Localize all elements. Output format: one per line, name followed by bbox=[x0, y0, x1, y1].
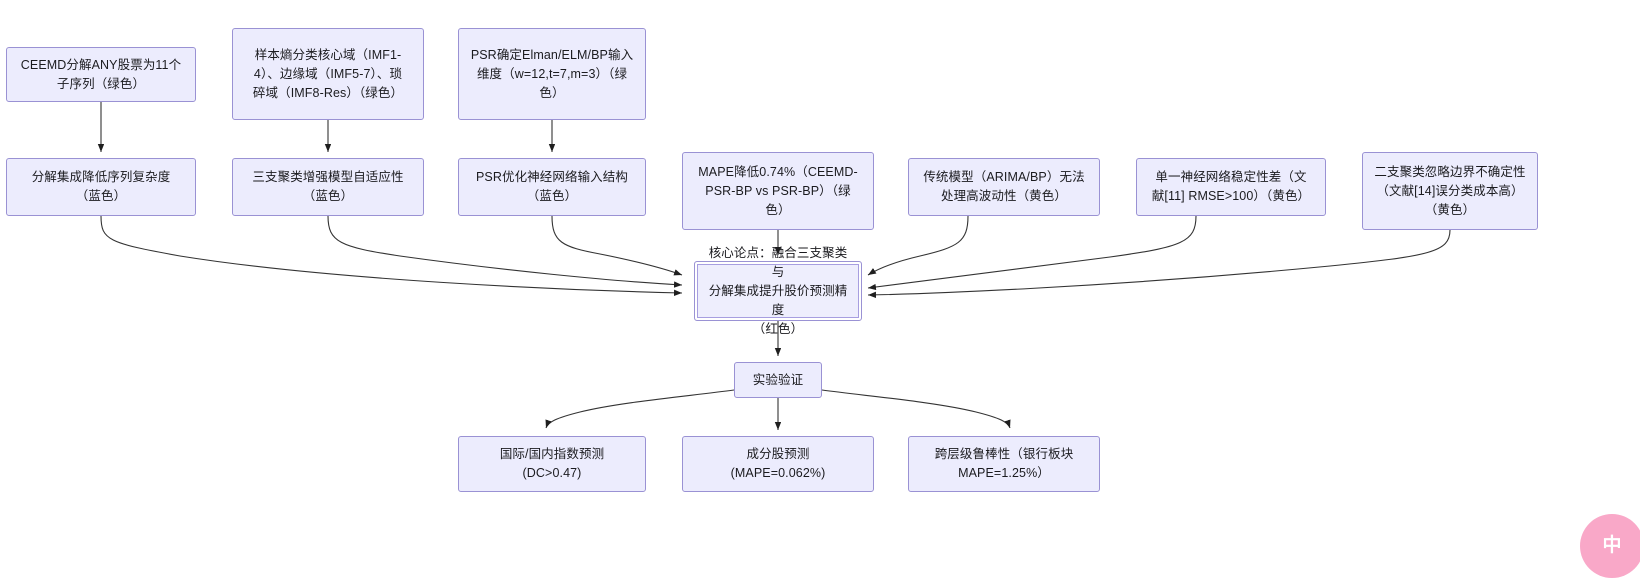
node-core-thesis[interactable]: 核心论点：融合三支聚类与 分解集成提升股价预测精度 （红色） bbox=[694, 246, 862, 336]
node-mape-improvement[interactable]: MAPE降低0.74%（CEEMD- PSR-BP vs PSR-BP）（绿 色… bbox=[682, 152, 874, 230]
node-label: 跨层级鲁棒性（银行板块 MAPE=1.25%） bbox=[934, 447, 1074, 480]
edge-exp-r3 bbox=[821, 389, 1011, 429]
node-cross-level-robustness-result[interactable]: 跨层级鲁棒性（银行板块 MAPE=1.25%） bbox=[908, 436, 1100, 492]
edge-n4-core bbox=[100, 215, 683, 297]
node-label: 核心论点：融合三支聚类与 分解集成提升股价预测精度 （红色） bbox=[708, 245, 848, 336]
node-psr-optimizes-nn-input[interactable]: PSR优化神经网络输入结构 （蓝色） bbox=[458, 158, 646, 216]
node-label: 分解集成降低序列复杂度 （蓝色） bbox=[31, 170, 171, 203]
edge-n8-core bbox=[867, 215, 969, 276]
node-label: 实验验证 bbox=[752, 372, 804, 387]
node-psr-input-dimension[interactable]: PSR确定Elman/ELM/BP输入 维度（w=12,t=7,m=3）（绿 色… bbox=[458, 28, 646, 120]
node-label: PSR确定Elman/ELM/BP输入 维度（w=12,t=7,m=3）（绿 色… bbox=[470, 47, 634, 100]
node-label: 成分股预测 (MAPE=0.062%) bbox=[730, 447, 826, 480]
node-label: 国际/国内指数预测 (DC>0.47) bbox=[499, 447, 605, 480]
edge-n10-core bbox=[867, 229, 1451, 299]
edge-exp-r1 bbox=[545, 389, 735, 429]
node-traditional-model-limitation[interactable]: 传统模型（ARIMA/BP）无法 处理高波动性（黄色） bbox=[908, 158, 1100, 216]
node-label: 三支聚类增强模型自适应性 （蓝色） bbox=[252, 170, 404, 203]
node-label: MAPE降低0.74%（CEEMD- PSR-BP vs PSR-BP）（绿 色… bbox=[698, 164, 858, 217]
node-label: 二支聚类忽略边界不确定性 （文献[14]误分类成本高） （黄色） bbox=[1374, 164, 1526, 217]
node-two-way-clustering-limitation[interactable]: 二支聚类忽略边界不确定性 （文献[14]误分类成本高） （黄色） bbox=[1362, 152, 1538, 230]
node-three-way-clustering-adaptivity[interactable]: 三支聚类增强模型自适应性 （蓝色） bbox=[232, 158, 424, 216]
node-label: PSR优化神经网络输入结构 （蓝色） bbox=[475, 170, 628, 203]
edge-n6-core bbox=[551, 215, 683, 276]
node-label: 样本熵分类核心域（IMF1- 4）、边缘域（IMF5-7）、琐 碎域（IMF8-… bbox=[252, 47, 404, 100]
node-single-nn-instability[interactable]: 单一神经网络稳定性差（文 献[11] RMSE>100）（黄色） bbox=[1136, 158, 1326, 216]
watermark-line1: 中 bbox=[1602, 535, 1622, 556]
node-ceemd-decomposition[interactable]: CEEMD分解ANY股票为11个 子序列（绿色） bbox=[6, 47, 196, 102]
node-constituent-stock-result[interactable]: 成分股预测 (MAPE=0.062%) bbox=[682, 436, 874, 492]
watermark-badge: 中 bbox=[1580, 514, 1640, 578]
node-label: 单一神经网络稳定性差（文 献[11] RMSE>100）（黄色） bbox=[1151, 170, 1311, 203]
edge-n5-core bbox=[327, 215, 683, 288]
node-decomposition-reduces-complexity[interactable]: 分解集成降低序列复杂度 （蓝色） bbox=[6, 158, 196, 216]
node-index-prediction-result[interactable]: 国际/国内指数预测 (DC>0.47) bbox=[458, 436, 646, 492]
edge-n9-core bbox=[867, 215, 1197, 291]
node-experimental-validation[interactable]: 实验验证 bbox=[734, 362, 822, 398]
node-label: 传统模型（ARIMA/BP）无法 处理高波动性（黄色） bbox=[923, 170, 1085, 203]
node-label: CEEMD分解ANY股票为11个 子序列（绿色） bbox=[20, 57, 182, 91]
node-sample-entropy-classification[interactable]: 样本熵分类核心域（IMF1- 4）、边缘域（IMF5-7）、琐 碎域（IMF8-… bbox=[232, 28, 424, 120]
